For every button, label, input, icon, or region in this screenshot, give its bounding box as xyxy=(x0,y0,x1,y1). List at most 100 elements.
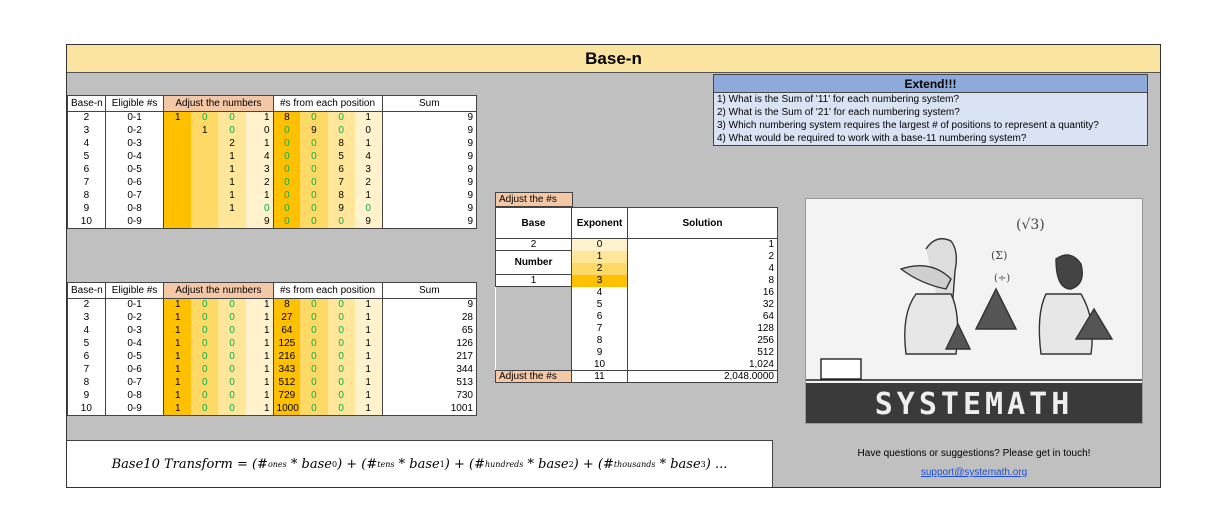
cell-adjust[interactable] xyxy=(163,137,192,151)
cell-adjust[interactable]: 1 xyxy=(245,389,274,403)
cell-adjust[interactable]: 1 xyxy=(245,311,274,325)
cell-adjust[interactable]: 0 xyxy=(218,298,246,312)
cell-base: 3 xyxy=(67,124,106,138)
cell-adjust[interactable] xyxy=(191,137,219,151)
cell-position: 1 xyxy=(354,389,383,403)
extend-title: Extend!!! xyxy=(714,75,1147,93)
exponent-cell: 2 xyxy=(571,262,628,275)
cell-adjust[interactable]: 0 xyxy=(218,363,246,377)
cell-adjust[interactable] xyxy=(218,215,246,229)
cell-adjust[interactable] xyxy=(191,202,219,216)
cell-adjust[interactable]: 1 xyxy=(245,189,274,203)
cell-adjust[interactable]: 1 xyxy=(163,298,192,312)
cell-adjust[interactable]: 1 xyxy=(191,124,219,138)
cell-adjust[interactable]: 0 xyxy=(191,324,219,338)
cell-adjust[interactable]: 4 xyxy=(245,150,274,164)
cell-adjust[interactable]: 1 xyxy=(163,337,192,351)
cell-adjust[interactable] xyxy=(163,215,192,229)
cell-adjust[interactable]: 1 xyxy=(218,176,246,190)
cell-adjust[interactable]: 2 xyxy=(218,137,246,151)
cell-adjust[interactable]: 0 xyxy=(218,311,246,325)
cell-adjust[interactable]: 1 xyxy=(163,363,192,377)
cell-adjust[interactable]: 1 xyxy=(245,376,274,390)
cell-adjust[interactable]: 1 xyxy=(163,376,192,390)
cell-adjust[interactable]: 1 xyxy=(163,111,192,125)
cell-adjust[interactable]: 1 xyxy=(245,350,274,364)
cell-adjust[interactable]: 2 xyxy=(245,176,274,190)
formula-base: base xyxy=(670,457,701,472)
cell-position: 125 xyxy=(273,337,301,351)
cell-position: 0 xyxy=(273,202,301,216)
cell-position: 0 xyxy=(327,363,355,377)
cell-sum: 730 xyxy=(382,389,478,403)
cell-adjust[interactable] xyxy=(191,150,219,164)
table-row: 3 0-2 1 0 0 0 9 0 0 9 xyxy=(67,124,478,138)
cell-adjust[interactable]: 1 xyxy=(245,298,274,312)
cell-position: 6 xyxy=(327,163,355,177)
cell-position: 512 xyxy=(273,376,301,390)
cell-adjust[interactable]: 1 xyxy=(245,402,274,416)
cell-adjust[interactable]: 0 xyxy=(191,363,219,377)
cell-adjust[interactable]: 0 xyxy=(218,337,246,351)
cell-position: 1 xyxy=(354,402,383,416)
support-email-link[interactable]: support@systemath.org xyxy=(920,467,1028,478)
cell-adjust[interactable]: 0 xyxy=(218,389,246,403)
cell-adjust[interactable]: 1 xyxy=(163,350,192,364)
cell-adjust[interactable] xyxy=(163,189,192,203)
cell-adjust[interactable]: 1 xyxy=(163,402,192,416)
cell-position: 0 xyxy=(300,311,328,325)
cell-adjust[interactable] xyxy=(163,150,192,164)
cell-adjust[interactable]: 0 xyxy=(218,376,246,390)
cell-adjust[interactable]: 0 xyxy=(191,402,219,416)
cell-adjust[interactable]: 1 xyxy=(218,202,246,216)
cell-adjust[interactable]: 0 xyxy=(218,350,246,364)
cell-adjust[interactable]: 1 xyxy=(245,337,274,351)
cell-adjust[interactable]: 1 xyxy=(245,111,274,125)
cell-base: 10 xyxy=(67,215,106,229)
cell-adjust[interactable]: 1 xyxy=(218,150,246,164)
cell-adjust[interactable]: 1 xyxy=(245,137,274,151)
cell-adjust[interactable]: 0 xyxy=(191,111,219,125)
cell-position: 0 xyxy=(300,376,328,390)
exponent-input-cell[interactable]: 11 xyxy=(571,370,628,383)
cell-eligible: 0-6 xyxy=(104,363,165,377)
base-value-cell[interactable]: 2 xyxy=(495,238,572,251)
cell-adjust[interactable]: 0 xyxy=(218,402,246,416)
cell-adjust[interactable]: 0 xyxy=(191,337,219,351)
cell-adjust[interactable]: 0 xyxy=(218,124,246,138)
cell-eligible: 0-1 xyxy=(104,298,165,312)
cell-adjust[interactable]: 0 xyxy=(191,298,219,312)
cell-position: 1 xyxy=(354,363,383,377)
cell-adjust[interactable] xyxy=(163,202,192,216)
cell-position: 3 xyxy=(354,163,383,177)
cell-adjust[interactable]: 0 xyxy=(191,376,219,390)
cell-adjust[interactable]: 0 xyxy=(191,350,219,364)
cell-adjust[interactable]: 1 xyxy=(163,311,192,325)
cell-adjust[interactable] xyxy=(163,124,192,138)
cell-adjust[interactable] xyxy=(191,176,219,190)
cell-adjust[interactable] xyxy=(163,176,192,190)
cell-adjust[interactable] xyxy=(163,163,192,177)
cell-adjust[interactable]: 0 xyxy=(218,111,246,125)
table-row: 5 0-4 1 0 0 1 125 0 0 1 126 xyxy=(67,337,478,351)
cell-adjust[interactable] xyxy=(191,189,219,203)
cell-adjust[interactable]: 0 xyxy=(245,124,274,138)
cell-adjust[interactable] xyxy=(191,163,219,177)
number-value-cell[interactable]: 1 xyxy=(495,274,572,287)
cell-adjust[interactable]: 0 xyxy=(245,202,274,216)
cell-adjust[interactable]: 1 xyxy=(163,324,192,338)
cell-adjust[interactable]: 1 xyxy=(245,324,274,338)
cell-adjust[interactable]: 3 xyxy=(245,163,274,177)
cell-adjust[interactable]: 0 xyxy=(191,389,219,403)
cell-adjust[interactable]: 1 xyxy=(163,389,192,403)
table-row: 1 3 8 xyxy=(495,274,778,287)
cell-adjust[interactable]: 0 xyxy=(218,324,246,338)
cell-adjust[interactable]: 9 xyxy=(245,215,274,229)
cell-adjust[interactable]: 0 xyxy=(191,311,219,325)
solution-cell: 64 xyxy=(627,310,778,323)
cell-adjust[interactable] xyxy=(191,215,219,229)
cell-adjust[interactable]: 1 xyxy=(245,363,274,377)
cell-adjust[interactable]: 1 xyxy=(218,189,246,203)
cell-sum: 1001 xyxy=(382,402,478,416)
cell-adjust[interactable]: 1 xyxy=(218,163,246,177)
